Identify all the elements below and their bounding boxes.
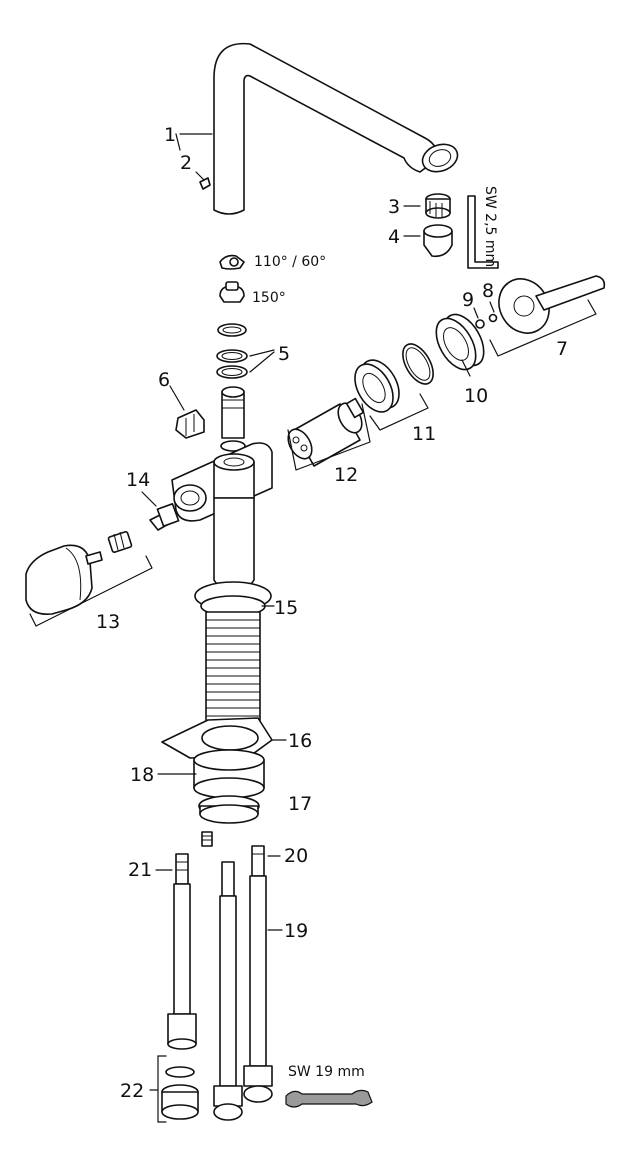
cover-sleeve [435, 313, 485, 371]
label-part-2: 2 [180, 152, 192, 174]
aerator-housing [423, 224, 453, 258]
hex-key-tool [467, 195, 499, 269]
label-part-9: 9 [462, 289, 474, 311]
label-part-20: 20 [284, 845, 308, 867]
wrench-size-label: SW 19 mm [288, 1064, 365, 1080]
supply-hose-19 [243, 845, 273, 1103]
wrench-tool [285, 1089, 373, 1108]
label-part-15: 15 [274, 597, 298, 619]
label-part-14: 14 [126, 469, 150, 491]
aerator [425, 193, 451, 219]
label-part-6: 6 [158, 369, 170, 391]
leader-lines [29, 133, 597, 1123]
label-part-3: 3 [388, 196, 400, 218]
label-part-7: 7 [556, 338, 568, 360]
supply-hose-21 [167, 853, 197, 1050]
threaded-rod [201, 831, 213, 847]
mounting-plate [161, 717, 273, 759]
corrugated-hose [205, 611, 261, 725]
diverter-cartridge [149, 503, 180, 531]
small-screw-parts [475, 313, 498, 329]
lever-handle [498, 275, 606, 334]
part-number-labels: 1 2 3 4 5 6 7 8 9 10 11 12 13 14 15 16 1… [96, 124, 568, 1102]
label-part-1: 1 [164, 124, 176, 146]
label-part-5: 5 [278, 343, 290, 365]
label-part-12: 12 [334, 464, 358, 486]
label-part-11: 11 [412, 423, 436, 445]
label-part-17: 17 [288, 793, 312, 815]
label-part-19: 19 [284, 920, 308, 942]
label-part-4: 4 [388, 226, 400, 248]
spout [213, 42, 459, 215]
supply-hose-middle [213, 861, 243, 1121]
base-flange [194, 581, 272, 617]
label-part-13: 13 [96, 611, 120, 633]
mixer-body [171, 442, 273, 591]
label-part-22: 22 [120, 1080, 144, 1102]
mounting-nut [193, 749, 265, 824]
label-part-21: 21 [128, 859, 152, 881]
label-part-16: 16 [288, 730, 312, 752]
cartridge [287, 397, 365, 467]
insert-clip [175, 409, 205, 439]
annotations: 110° / 60° 150° SW 19 mm SW 2,5 mm [252, 186, 498, 1080]
hex-key-size-label: SW 2,5 mm [482, 186, 498, 267]
gasket-set-22 [161, 1066, 199, 1120]
rotation-limiter-150 [219, 281, 245, 303]
label-part-18: 18 [130, 764, 154, 786]
o-rings [216, 323, 248, 379]
angle-150-label: 150° [252, 290, 286, 306]
angle-110-60-label: 110° / 60° [254, 254, 326, 270]
label-part-10: 10 [464, 385, 488, 407]
spindle [220, 386, 246, 452]
rotation-limiter-clip [219, 254, 245, 270]
label-part-8: 8 [482, 280, 494, 302]
side-handle [25, 531, 133, 616]
cartridge-nut [354, 343, 434, 413]
set-screw [199, 177, 211, 190]
